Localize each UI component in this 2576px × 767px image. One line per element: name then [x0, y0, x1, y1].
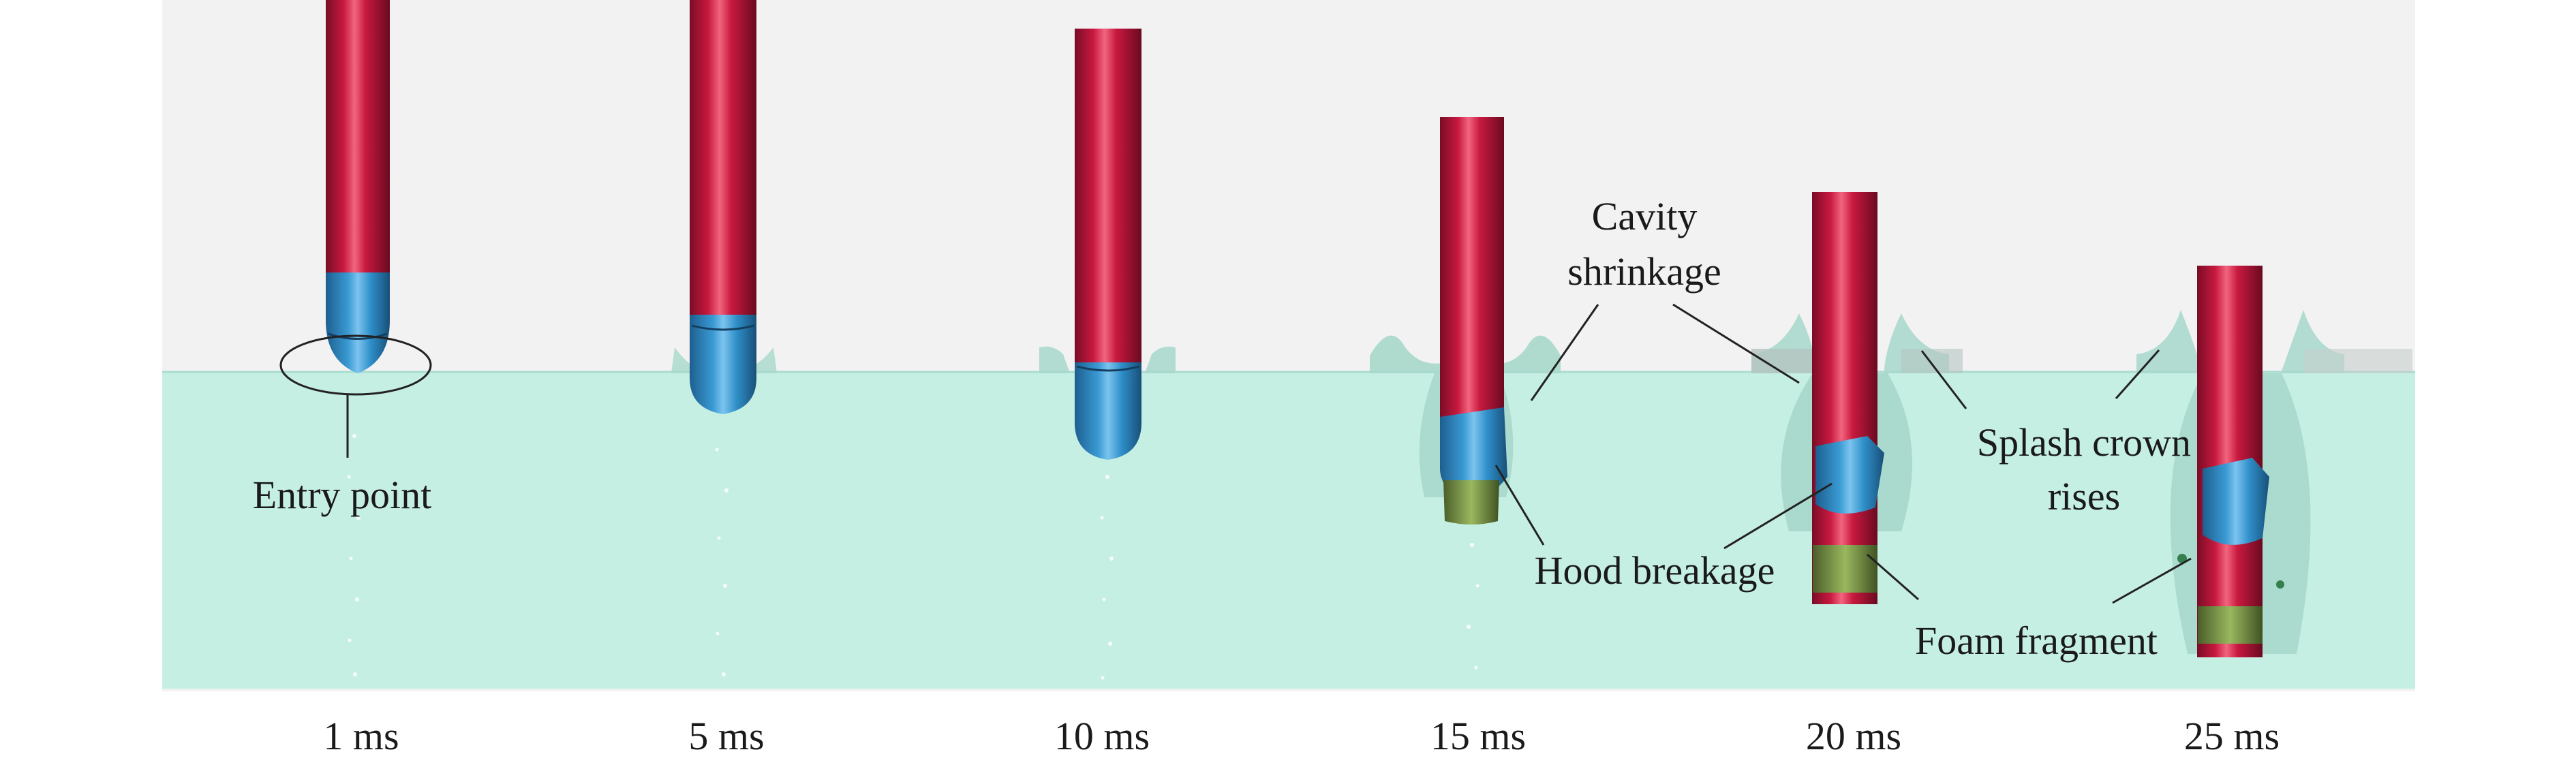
cavity-shrinkage-label-line2: shrinkage: [1567, 249, 1721, 294]
time-label-1ms: 1 ms: [323, 714, 399, 758]
blue-hood: [690, 315, 756, 414]
foam-fragment: [1813, 545, 1877, 593]
frame-5ms: [671, 0, 777, 414]
hood-breakage-label: Hood breakage: [1535, 548, 1775, 593]
time-label-25ms: 25 ms: [2184, 714, 2280, 758]
leader-lines: [1494, 303, 2192, 604]
cavity-leader-2: [1672, 303, 1800, 384]
blue-hood: [326, 272, 390, 373]
time-label-20ms: 20 ms: [1806, 714, 1901, 758]
foam-leader-1: [1867, 553, 1919, 601]
frame-20ms: [1751, 192, 1963, 604]
hood-leader-2: [1723, 482, 1833, 550]
blue-hood: [1440, 407, 1507, 501]
entry-point-marker: [279, 334, 432, 396]
hood-leader-1: [1494, 465, 1545, 546]
bubble-trails: [347, 407, 1479, 680]
foam-fragment: [1443, 480, 1499, 525]
blue-hood: [1815, 436, 1884, 514]
water-body: [162, 372, 2415, 689]
frame-1ms: [326, 0, 390, 373]
splash-crown-label-line1: Splash crown: [1977, 420, 2191, 465]
entry-point-label: Entry point: [253, 473, 432, 517]
foam-fragment: [2198, 606, 2263, 644]
rod: [1812, 192, 1877, 604]
splash-crown-label-line2: rises: [2048, 474, 2120, 518]
frame-15ms: [1370, 117, 1561, 525]
splash-leader-2: [2115, 349, 2160, 399]
time-label-15ms: 15 ms: [1430, 714, 1526, 758]
splash-leader-1: [1920, 350, 1967, 409]
blue-hood: [1075, 362, 1141, 460]
foam-fragment-label: Foam fragment: [1915, 619, 2158, 663]
blue-hood: [2203, 458, 2269, 545]
frame-10ms: [1039, 29, 1176, 460]
rod: [1075, 29, 1141, 362]
rod: [690, 0, 756, 315]
frame-25ms: [2136, 266, 2412, 657]
foam-leader-2: [2112, 557, 2192, 604]
rod: [326, 0, 390, 272]
cavity-leader-1: [1530, 304, 1599, 401]
time-label-5ms: 5 ms: [688, 714, 764, 758]
rod: [1440, 117, 1504, 417]
time-label-10ms: 10 ms: [1054, 714, 1150, 758]
cavity-shrinkage-label-line1: Cavity: [1592, 194, 1698, 238]
